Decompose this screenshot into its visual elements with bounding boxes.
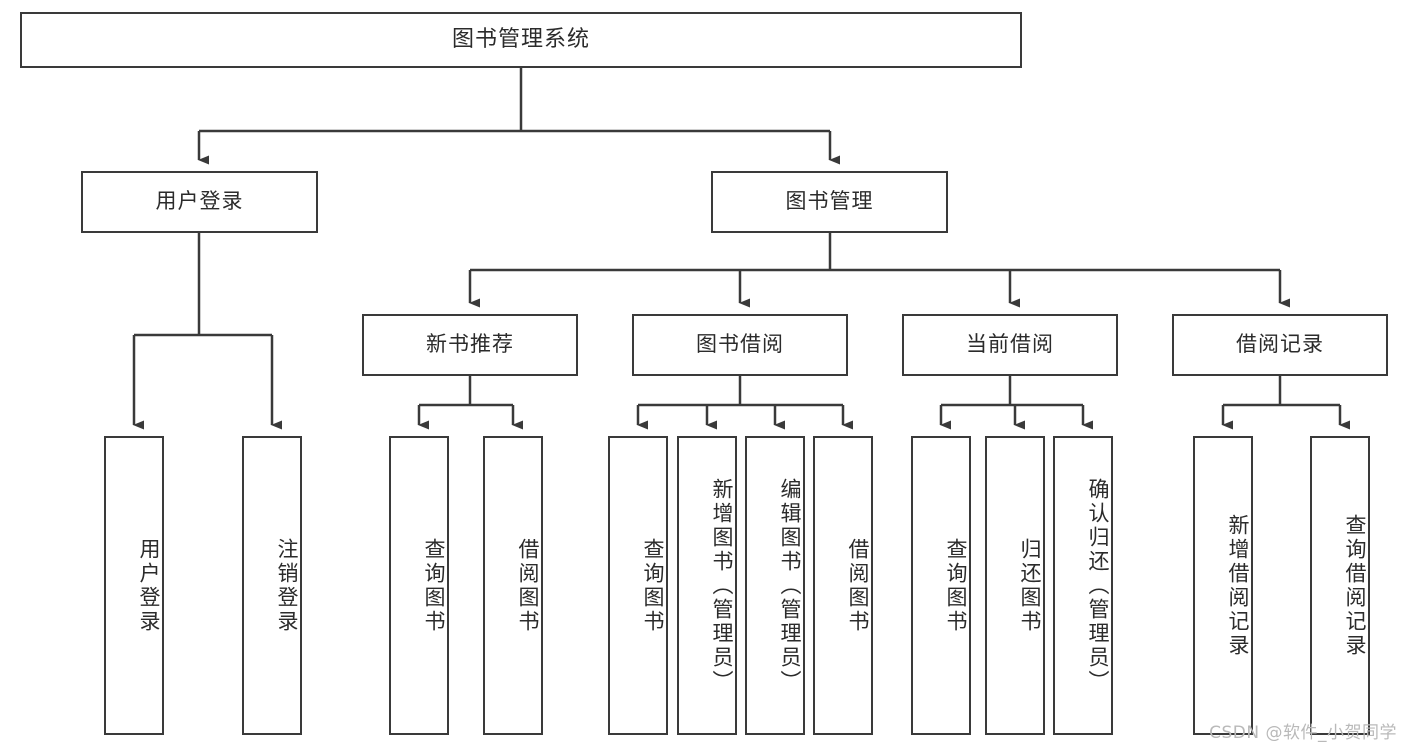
node-book-management[interactable]: 图书管理 — [711, 171, 948, 233]
node-user-login[interactable]: 用户登录 — [81, 171, 318, 233]
leaf-return-book[interactable]: 归还图书 — [985, 436, 1045, 735]
leaf-logout[interactable]: 注销登录 — [242, 436, 302, 735]
node-root[interactable]: 图书管理系统 — [20, 12, 1022, 68]
leaf-query-book-borrow[interactable]: 查询图书 — [608, 436, 668, 735]
leaf-add-book-admin[interactable]: 新增图书（管理员） — [677, 436, 737, 735]
leaf-query-book-recommend[interactable]: 查询图书 — [389, 436, 449, 735]
node-borrow-record[interactable]: 借阅记录 — [1172, 314, 1388, 376]
leaf-edit-book-admin[interactable]: 编辑图书（管理员） — [745, 436, 805, 735]
leaf-borrow-book[interactable]: 借阅图书 — [813, 436, 873, 735]
leaf-user-login[interactable]: 用户登录 — [104, 436, 164, 735]
leaf-query-borrow-record[interactable]: 查询借阅记录 — [1310, 436, 1370, 735]
node-book-borrow[interactable]: 图书借阅 — [632, 314, 848, 376]
leaf-add-borrow-record[interactable]: 新增借阅记录 — [1193, 436, 1253, 735]
node-new-book-recommend[interactable]: 新书推荐 — [362, 314, 578, 376]
node-current-borrow[interactable]: 当前借阅 — [902, 314, 1118, 376]
leaf-borrow-book-recommend[interactable]: 借阅图书 — [483, 436, 543, 735]
leaf-query-book-current[interactable]: 查询图书 — [911, 436, 971, 735]
leaf-confirm-return-admin[interactable]: 确认归还（管理员） — [1053, 436, 1113, 735]
